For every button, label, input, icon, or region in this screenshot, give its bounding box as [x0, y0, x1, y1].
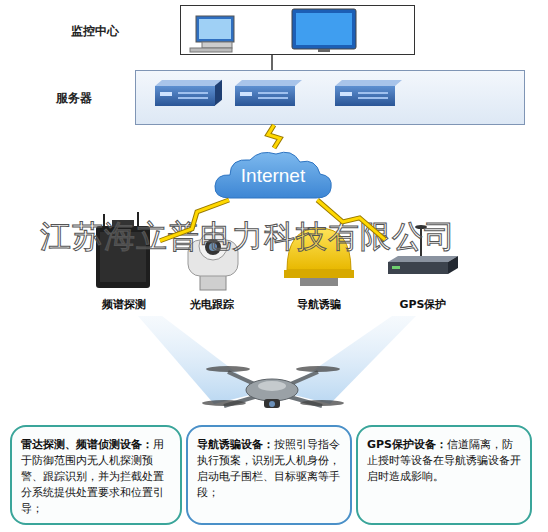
info-heading: GPS保护设备： — [367, 438, 447, 451]
device-label: GPS保护 — [375, 297, 471, 312]
box-heading: 服务器 — [56, 90, 92, 107]
box-heading: 监控中心 — [71, 23, 119, 40]
info-box: GPS保护设备：信道隔离，防止授时等设备在导航诱骗设备开启时造成影响。 — [356, 425, 532, 525]
device-label: 光电跟踪 — [170, 297, 254, 312]
device-label: 导航诱骗 — [272, 297, 366, 312]
line — [271, 55, 273, 70]
monitor-box: 监控中心 — [180, 5, 415, 55]
connector-line — [272, 55, 273, 70]
info-text: 导航诱骗设备：按照引导指令执行预案，识别无人机身份，启动电子围栏、目标驱离等手段… — [197, 437, 341, 501]
internet-cloud: Internet — [212, 148, 334, 200]
info-box: 导航诱骗设备：按照引导指令执行预案，识别无人机身份，启动电子围栏、目标驱离等手段… — [186, 425, 352, 525]
server-box: 服务器 — [135, 70, 525, 125]
info-box: 雷达探测、频谱侦测设备：用于防御范围内无人机探测预警、跟踪识别，并为拦截处置分系… — [10, 425, 182, 525]
watermark: 江苏海立普电力科技有限公司 — [40, 216, 456, 258]
info-text: 雷达探测、频谱侦测设备：用于防御范围内无人机探测预警、跟踪识别，并为拦截处置分系… — [21, 437, 171, 517]
cloud-label: Internet — [212, 165, 334, 187]
info-text: GPS保护设备：信道隔离，防止授时等设备在导航诱骗设备开启时造成影响。 — [367, 437, 521, 485]
bolt-outline — [268, 125, 280, 148]
info-heading: 雷达探测、频谱侦测设备： — [21, 438, 153, 451]
wireless-link — [268, 125, 280, 148]
device-label: 频谱探测 — [78, 297, 170, 312]
info-heading: 导航诱骗设备： — [197, 438, 274, 451]
bolt-fill — [268, 125, 280, 148]
